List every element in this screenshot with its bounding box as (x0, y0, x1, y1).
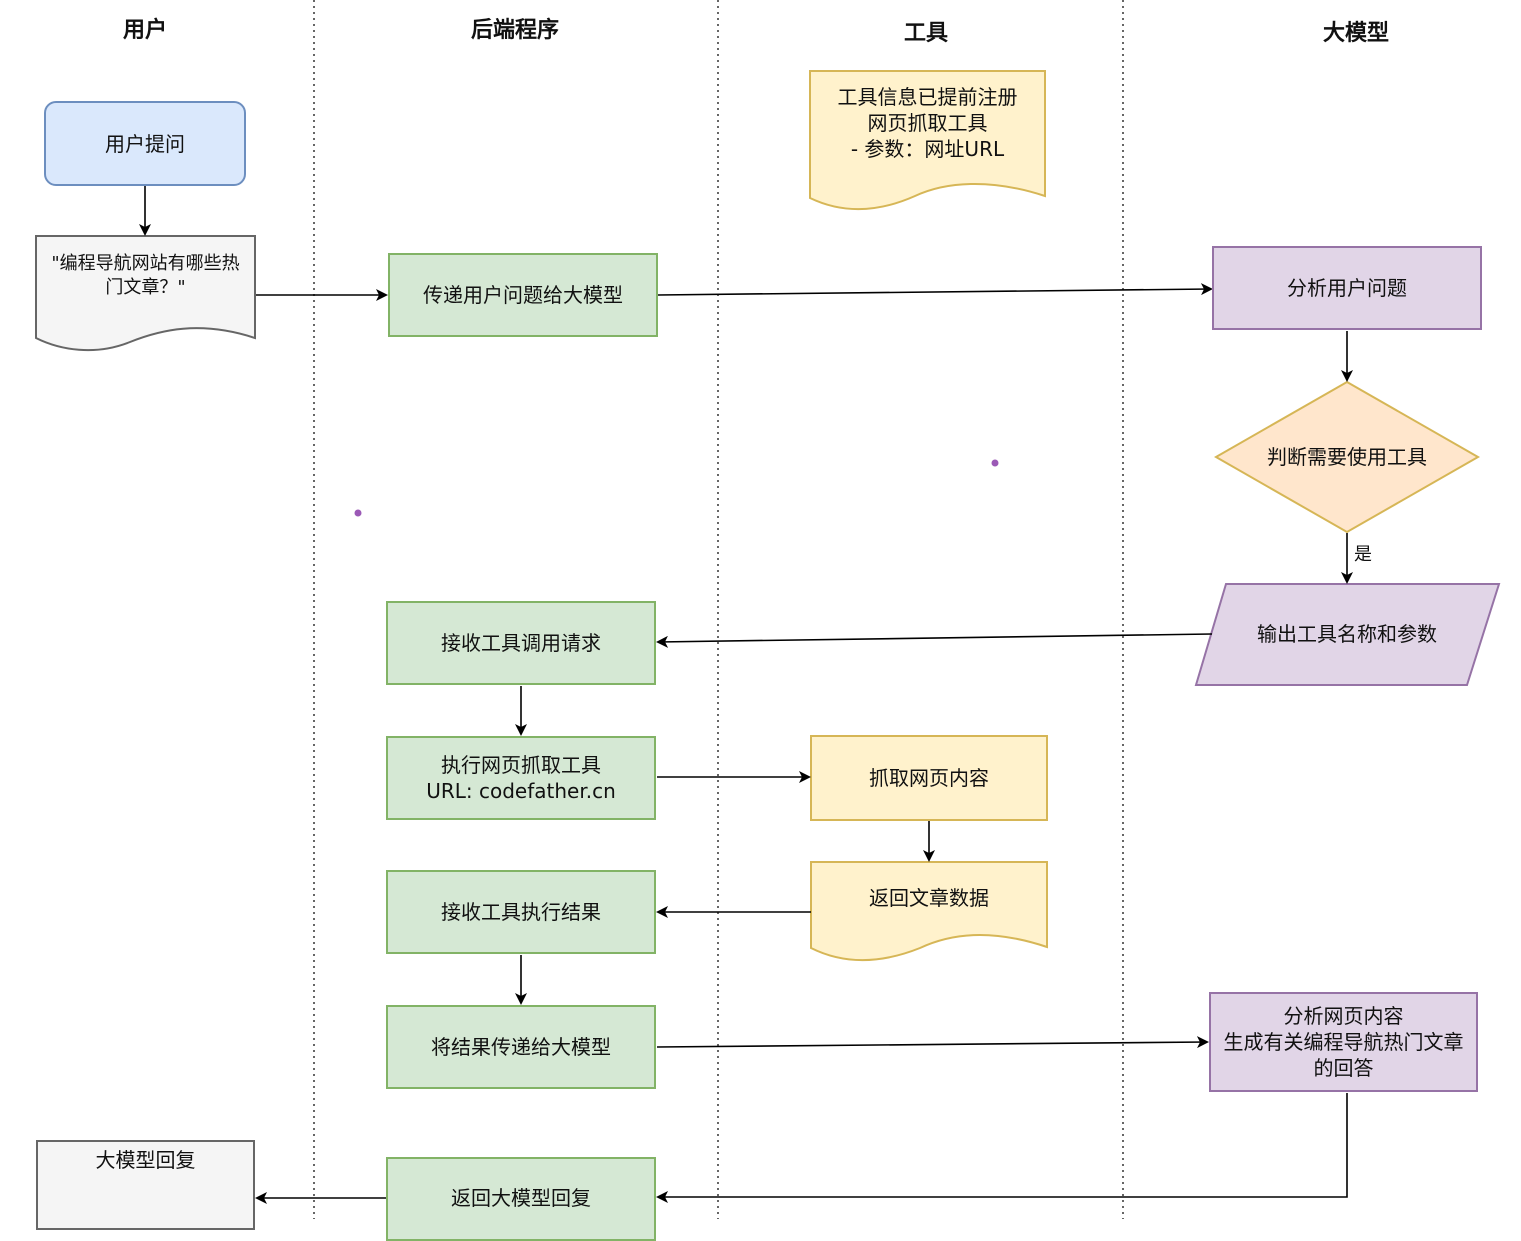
decide-tool-label: 判断需要使用工具 (1267, 445, 1427, 469)
fetch-page-label: 抓取网页内容 (869, 766, 989, 790)
user-question-label: 用户提问 (105, 131, 185, 156)
return-data-shape (810, 861, 1048, 962)
stray-dot (354, 509, 362, 517)
tool-note-label: 工具信息已提前注册 网页抓取工具 - 参数：网址URL (837, 85, 1018, 161)
user-question-node: 用户提问 (44, 101, 246, 186)
pass-question-label: 传递用户问题给大模型 (423, 283, 623, 307)
pass-result-node: 将结果传递给大模型 (386, 1005, 656, 1089)
yes-label: 是 (1354, 544, 1372, 565)
arrow-pass-to-analyze (656, 1036, 1209, 1049)
arrow-analyze-to-return-reply (656, 1093, 1348, 1203)
question-doc-node: "编程导航网站有哪些热 门文章？" (36, 246, 255, 306)
tool-note-node: 工具信息已提前注册 网页抓取工具 - 参数：网址URL (810, 82, 1045, 164)
output-tool-shape (1194, 583, 1501, 686)
lane-title-user: 用户 (122, 18, 167, 43)
return-reply-label: 返回大模型回复 (451, 1185, 591, 1210)
decide-tool-node: 判断需要使用工具 (1236, 432, 1458, 482)
execute-tool-label: 执行网页抓取工具 URL: codefather.cn (426, 753, 616, 803)
fetch-page-node: 抓取网页内容 (811, 736, 1047, 820)
decide-tool-shape (1213, 380, 1481, 534)
execute-tool-node: 执行网页抓取工具 URL: codefather.cn (386, 736, 656, 820)
analyze-page-node: 分析网页内容 生成有关编程导航热门文章 的回答 (1209, 992, 1478, 1092)
llm-reply-node: 大模型回复 (36, 1140, 255, 1230)
lane-title-tool: 工具 (903, 21, 948, 46)
question-doc-shape (35, 235, 256, 352)
return-reply-node: 返回大模型回复 (386, 1157, 656, 1241)
analyze-question-node: 分析用户问题 (1212, 246, 1482, 330)
question-doc-label: "编程导航网站有哪些热 门文章？" (51, 253, 240, 298)
arrow-output-to-receive (656, 633, 1213, 648)
output-tool-label: 输出工具名称和参数 (1257, 622, 1437, 646)
lane-title-backend: 后端程序 (470, 18, 559, 43)
analyze-question-label: 分析用户问题 (1287, 276, 1407, 300)
receive-call-label: 接收工具调用请求 (441, 631, 601, 655)
receive-call-node: 接收工具调用请求 (386, 601, 656, 685)
lane-title-llm: 大模型 (1322, 21, 1389, 46)
arrow-backend-to-llm (657, 283, 1213, 296)
pass-result-label: 将结果传递给大模型 (431, 1035, 611, 1059)
return-data-node: 返回文章数据 (811, 872, 1047, 924)
analyze-page-label: 分析网页内容 生成有关编程导航热门文章 的回答 (1223, 1004, 1464, 1080)
output-tool-node: 输出工具名称和参数 (1216, 608, 1478, 660)
tool-note-shape (809, 70, 1046, 211)
llm-reply-label: 大模型回复 (95, 1148, 196, 1172)
fetch-page-shape (810, 735, 1048, 821)
stray-dot (991, 459, 999, 467)
pass-question-node: 传递用户问题给大模型 (388, 253, 658, 337)
receive-result-label: 接收工具执行结果 (441, 900, 601, 924)
receive-result-node: 接收工具执行结果 (386, 870, 656, 954)
return-data-label: 返回文章数据 (869, 886, 989, 910)
